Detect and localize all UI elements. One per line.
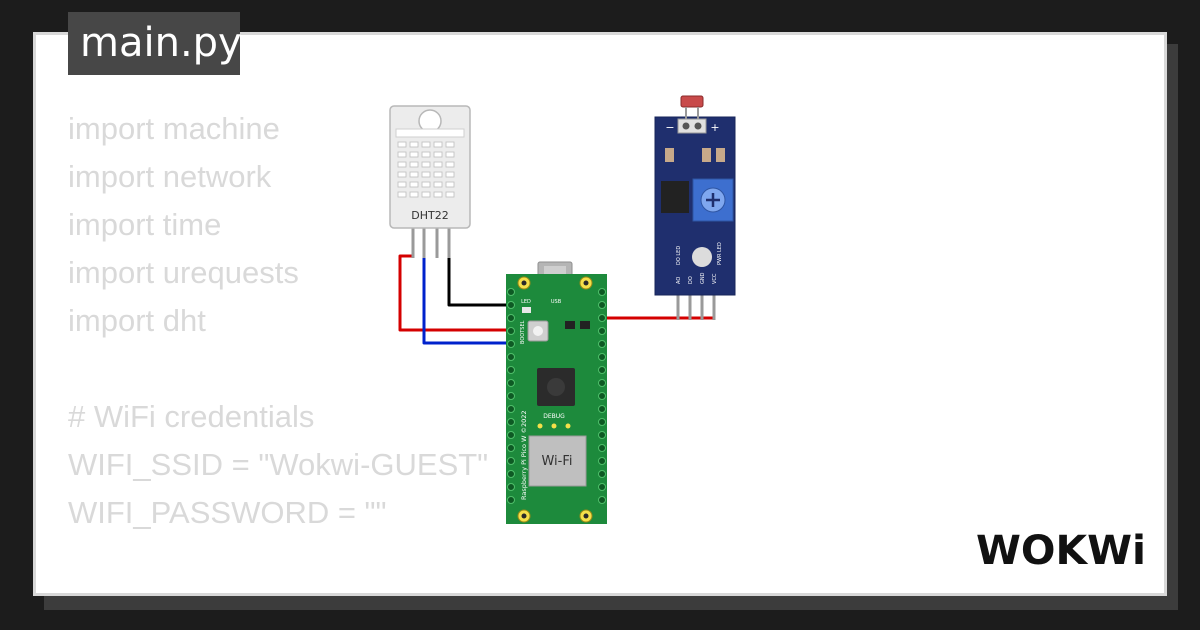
code-line: import machine [68, 111, 280, 146]
code-line: # ThingSpeak API settings [68, 585, 488, 593]
wire-dht-gnd[interactable] [447, 256, 515, 307]
ldr-module[interactable]: − + DO LED PWR LED AO DO GND VCC [654, 95, 736, 320]
dht22-sensor[interactable]: DHT22 [389, 105, 471, 258]
code-line: WIFI_PASSWORD = "" [68, 495, 387, 530]
code-line: # WiFi credentials [68, 399, 315, 434]
wire-dht-data[interactable] [422, 256, 515, 345]
code-preview: import machine import network import tim… [68, 105, 489, 593]
ldr-do-led-label: DO LED [676, 246, 682, 265]
pico-model-label: Raspberry Pi Pico W ©2022 [520, 410, 528, 500]
code-line: import network [68, 159, 272, 194]
ldr-pin-gnd-label: GND [700, 272, 706, 284]
wokwi-logo: WOKWi [976, 528, 1146, 574]
pico-usb-label: USB [551, 299, 562, 305]
ldr-pin-ao-label: AO [676, 277, 682, 284]
code-line: WIFI_SSID = "Wokwi-GUEST" [68, 447, 489, 482]
wokwi-logo-text: WOKWi [976, 528, 1146, 574]
pico-debug-label: DEBUG [543, 413, 565, 420]
pico-led-label: LED [521, 299, 531, 305]
pico-bootsel-label: BOOTSEL [520, 320, 526, 344]
ldr-pwr-led-label: PWR LED [717, 242, 723, 265]
code-line: import time [68, 207, 222, 242]
dht22-label: DHT22 [411, 209, 448, 222]
ldr-minus-label: − [665, 121, 674, 134]
ldr-pin-vcc-label: VCC [712, 273, 718, 284]
ldr-pin-do-label: DO [688, 276, 694, 284]
ldr-plus-label: + [710, 121, 719, 134]
pico-w-board[interactable]: LED USB BOOTSEL DEBUG Wi-Fi Raspberry Pi… [506, 261, 607, 524]
code-line: import urequests [68, 255, 299, 290]
code-line: import dht [68, 303, 206, 338]
pico-wifi-label: Wi-Fi [541, 454, 572, 469]
file-tab[interactable]: main.py [68, 12, 242, 75]
file-tab-label: main.py [80, 20, 242, 66]
